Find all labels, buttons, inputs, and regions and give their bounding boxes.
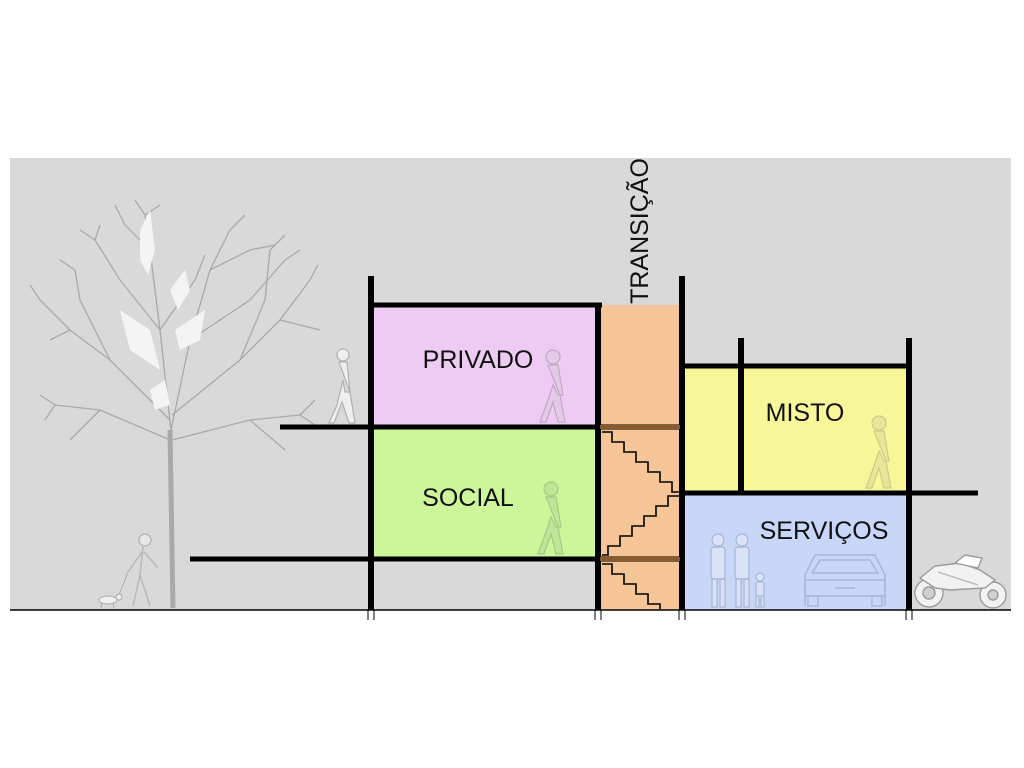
walking-person-icon bbox=[328, 348, 356, 424]
label-privado: PRIVADO bbox=[423, 346, 534, 374]
tree-icon bbox=[29, 199, 321, 609]
tree-foliage-highlights bbox=[120, 210, 205, 410]
walking-person-icon bbox=[127, 533, 159, 607]
family-icon bbox=[710, 533, 765, 608]
dog-icon bbox=[98, 571, 129, 609]
foundation-ticks bbox=[367, 610, 913, 620]
zone-social bbox=[372, 428, 599, 558]
walking-person-icon bbox=[537, 481, 564, 555]
label-social: SOCIAL bbox=[422, 484, 514, 512]
label-servicos: SERVIÇOS bbox=[760, 517, 889, 545]
label-transicao: TRANSIÇÃO bbox=[625, 158, 654, 304]
label-misto: MISTO bbox=[766, 399, 845, 427]
car-icon bbox=[804, 554, 886, 607]
walking-person-icon bbox=[865, 415, 892, 489]
motorcycle-icon bbox=[914, 554, 1007, 609]
zone-misto bbox=[684, 367, 908, 493]
stair-icon bbox=[602, 431, 679, 609]
walking-person-icon bbox=[539, 349, 566, 423]
slab-edge-marks bbox=[600, 425, 680, 561]
